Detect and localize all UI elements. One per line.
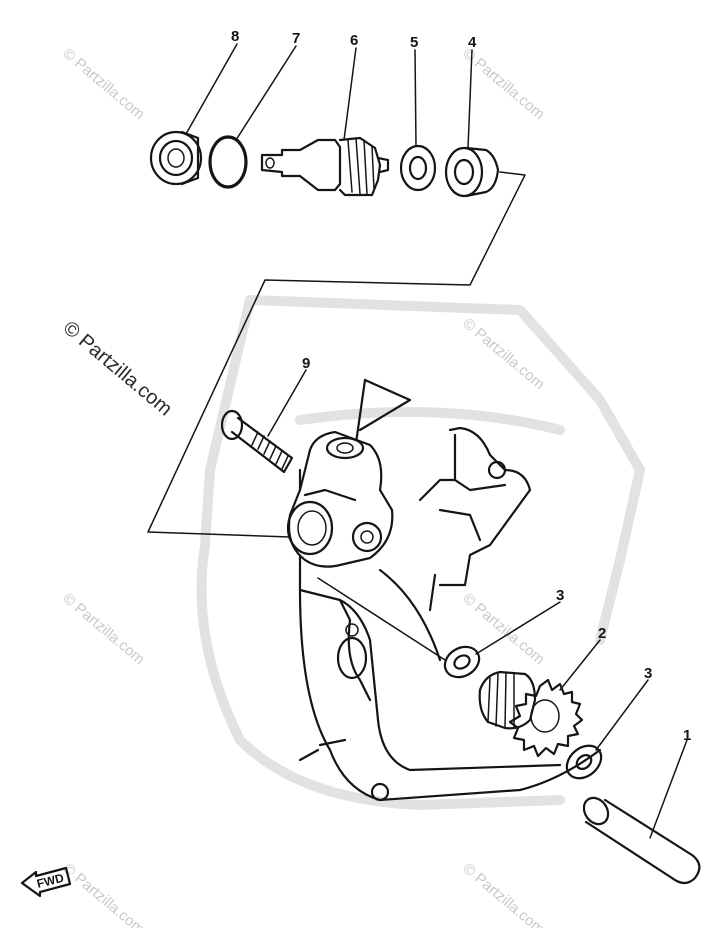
callout-5: 5 bbox=[410, 34, 418, 51]
callout-2: 2 bbox=[598, 625, 606, 642]
part-3-washer-lower bbox=[565, 744, 603, 780]
leader-6 bbox=[343, 47, 357, 141]
callout-4: 4 bbox=[468, 34, 477, 51]
watermark: © Partzilla.com bbox=[59, 45, 147, 123]
assembly-line-washer bbox=[317, 577, 446, 661]
leader-1 bbox=[649, 739, 688, 839]
fwd-arrow-icon bbox=[20, 866, 72, 898]
callout-6: 6 bbox=[350, 32, 358, 49]
callout-7: 7 bbox=[292, 30, 300, 47]
gear-housing-boss bbox=[286, 430, 394, 568]
part-6-driven-gear-shaft bbox=[260, 136, 390, 197]
leader-3-upper bbox=[475, 601, 561, 655]
crankcase-cover bbox=[298, 378, 602, 802]
leader-9 bbox=[267, 369, 307, 437]
part-2-drive-gear bbox=[478, 670, 584, 758]
part-8-bearing bbox=[149, 130, 203, 186]
watermark: © Partzilla.com bbox=[459, 860, 547, 928]
leader-lines bbox=[185, 43, 688, 839]
watermark-prominent: © Partzilla.com bbox=[59, 317, 176, 420]
part-1-pin bbox=[582, 796, 701, 885]
leader-3-lower bbox=[595, 679, 649, 751]
callout-3-lower: 3 bbox=[644, 665, 652, 682]
assembly-bracket-lines bbox=[147, 171, 526, 538]
part-5-washer bbox=[399, 144, 437, 192]
leader-4 bbox=[467, 49, 473, 149]
part-7-o-ring bbox=[208, 135, 248, 189]
part-9-bolt bbox=[220, 409, 294, 474]
callout-numbers: 8 7 6 5 4 9 3 2 3 1 bbox=[231, 28, 691, 744]
watermark: © Partzilla.com bbox=[459, 590, 547, 668]
leader-7 bbox=[235, 45, 297, 141]
part-4-bushing bbox=[444, 146, 500, 198]
watermark: © Partzilla.com bbox=[59, 860, 147, 928]
callout-1: 1 bbox=[683, 727, 691, 744]
leader-5 bbox=[414, 49, 417, 147]
fwd-arrow: FWD bbox=[20, 866, 72, 898]
crankcase-ghost-outline bbox=[196, 295, 645, 810]
watermark: © Partzilla.com bbox=[459, 45, 547, 123]
callout-9: 9 bbox=[302, 355, 310, 372]
fwd-label: FWD bbox=[35, 871, 65, 891]
leader-8 bbox=[185, 43, 238, 135]
watermark: © Partzilla.com bbox=[59, 590, 147, 668]
callout-8: 8 bbox=[231, 28, 239, 45]
callout-3-upper: 3 bbox=[556, 587, 564, 604]
part-3-washer-upper bbox=[443, 645, 481, 679]
leader-2 bbox=[559, 639, 601, 691]
